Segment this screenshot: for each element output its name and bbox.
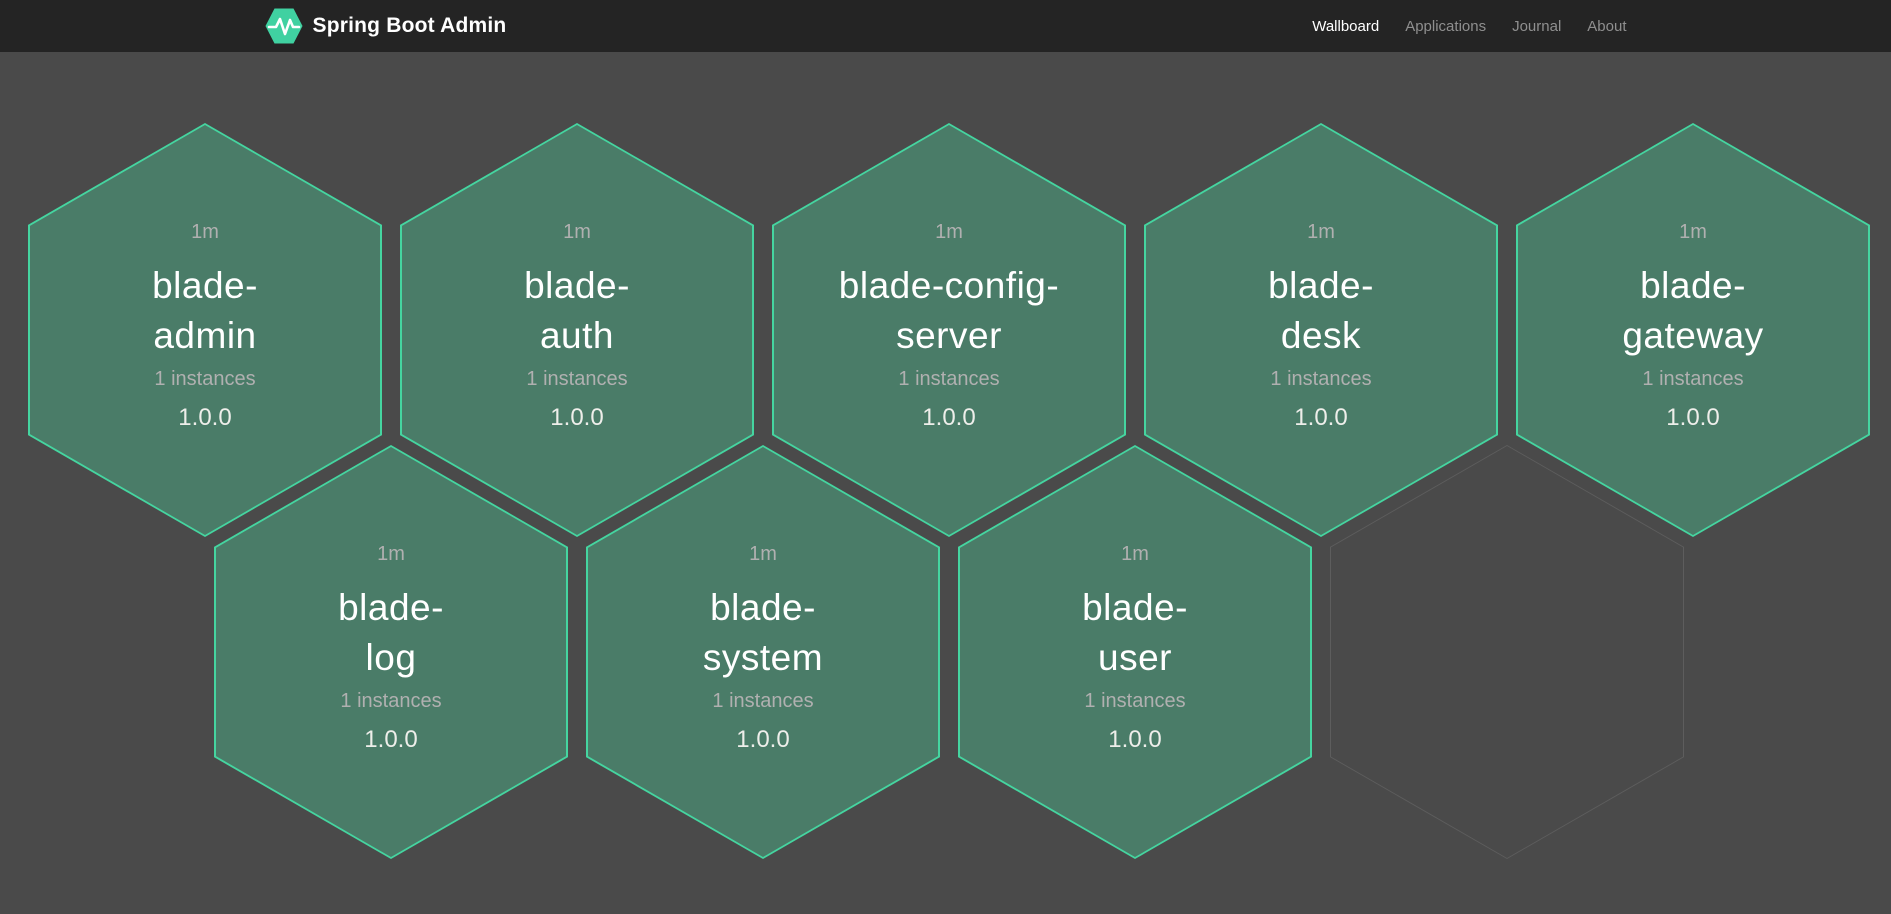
application-name-line1: blade-	[1082, 587, 1188, 628]
application-name-line1: blade-	[1268, 265, 1374, 306]
hexagon-fill	[588, 447, 938, 857]
version-label: 1.0.0	[364, 726, 418, 753]
nav-links: Wallboard Applications Journal About	[1312, 18, 1626, 35]
application-name: blade- auth	[524, 261, 630, 361]
application-name: blade-config- server	[839, 261, 1059, 361]
application-hexagon[interactable]: 1m blade- user 1 instances 1.0.0	[958, 445, 1312, 859]
application-name-line2: server	[896, 315, 1002, 356]
hexagon-content: 1m blade- system 1 instances 1.0.0	[586, 445, 940, 859]
hexagon-fill	[1518, 125, 1868, 535]
application-name-line1: blade-	[152, 265, 258, 306]
nav-item-wallboard[interactable]: Wallboard	[1312, 17, 1380, 35]
uptime-label: 1m	[1307, 221, 1335, 243]
instances-label: 1 instances	[154, 368, 256, 390]
uptime-label: 1m	[935, 221, 963, 243]
application-name-line1: blade-config-	[838, 265, 1060, 306]
empty-hexagon-placeholder	[1330, 445, 1684, 859]
uptime-label: 1m	[1121, 543, 1149, 565]
application-hexagon[interactable]: 1m blade- gateway 1 instances 1.0.0	[1516, 123, 1870, 537]
instances-label: 1 instances	[1084, 690, 1186, 712]
instances-label: 1 instances	[712, 690, 814, 712]
instances-label: 1 instances	[898, 368, 1000, 390]
instances-label: 1 instances	[1642, 368, 1744, 390]
hexagon-fill	[960, 447, 1310, 857]
application-name-line2: log	[365, 637, 417, 678]
application-name: blade- log	[338, 583, 444, 683]
uptime-label: 1m	[191, 221, 219, 243]
application-hexagon[interactable]: 1m blade- auth 1 instances 1.0.0	[400, 123, 754, 537]
uptime-label: 1m	[377, 543, 405, 565]
hexagon-content: 1m blade- gateway 1 instances 1.0.0	[1516, 123, 1870, 537]
hexagon-fill	[216, 447, 566, 857]
hexagon-content: 1m blade- user 1 instances 1.0.0	[958, 445, 1312, 859]
version-label: 1.0.0	[1666, 404, 1720, 431]
instances-label: 1 instances	[526, 368, 628, 390]
application-name-line1: blade-	[710, 587, 816, 628]
hexagon-content: 1m blade- log 1 instances 1.0.0	[214, 445, 568, 859]
nav-item-journal[interactable]: Journal	[1512, 17, 1562, 35]
version-label: 1.0.0	[922, 404, 976, 431]
instances-label: 1 instances	[340, 690, 442, 712]
application-name: blade- admin	[152, 261, 258, 361]
version-label: 1.0.0	[1294, 404, 1348, 431]
nav-item-applications[interactable]: Applications	[1405, 17, 1487, 35]
version-label: 1.0.0	[550, 404, 604, 431]
uptime-label: 1m	[749, 543, 777, 565]
application-hexagon[interactable]: 1m blade- desk 1 instances 1.0.0	[1144, 123, 1498, 537]
application-name: blade- system	[703, 583, 823, 683]
navbar: Spring Boot Admin Wallboard Applications…	[0, 0, 1891, 52]
application-name-line2: user	[1098, 637, 1172, 678]
version-label: 1.0.0	[178, 404, 232, 431]
application-name: blade- user	[1082, 583, 1188, 683]
navbar-container: Spring Boot Admin Wallboard Applications…	[265, 0, 1627, 52]
hexagon-fill	[1146, 125, 1496, 535]
hexagon-fill	[30, 125, 380, 535]
empty-hexagon-fill	[1331, 446, 1683, 858]
hexagon-fill	[774, 125, 1124, 535]
application-hexagon[interactable]: 1m blade- system 1 instances 1.0.0	[586, 445, 940, 859]
application-name: blade- gateway	[1622, 261, 1763, 361]
application-name-line2: auth	[539, 315, 614, 356]
application-name-line2: desk	[1280, 315, 1362, 356]
application-hexagon[interactable]: 1m blade- log 1 instances 1.0.0	[214, 445, 568, 859]
hexagon-fill	[402, 125, 752, 535]
hexagon-content: 1m blade- admin 1 instances 1.0.0	[28, 123, 382, 537]
brand-title: Spring Boot Admin	[312, 14, 507, 37]
application-name-line1: blade-	[1640, 265, 1746, 306]
application-name-line2: system	[702, 637, 824, 678]
instances-label: 1 instances	[1270, 368, 1372, 390]
uptime-label: 1m	[1679, 221, 1707, 243]
application-hexagon[interactable]: 1m blade- admin 1 instances 1.0.0	[28, 123, 382, 537]
hexagon-content: 1m blade-config- server 1 instances 1.0.…	[772, 123, 1126, 537]
version-label: 1.0.0	[1108, 726, 1162, 753]
application-hexagon[interactable]: 1m blade-config- server 1 instances 1.0.…	[772, 123, 1126, 537]
uptime-label: 1m	[563, 221, 591, 243]
nav-item-about[interactable]: About	[1587, 17, 1627, 35]
hexagon-content: 1m blade- auth 1 instances 1.0.0	[400, 123, 754, 537]
application-name: blade- desk	[1268, 261, 1374, 361]
version-label: 1.0.0	[736, 726, 790, 753]
brand[interactable]: Spring Boot Admin	[265, 8, 507, 44]
spring-boot-admin-logo-icon	[265, 8, 302, 44]
application-name-line2: gateway	[1622, 315, 1764, 356]
hexagon-content: 1m blade- desk 1 instances 1.0.0	[1144, 123, 1498, 537]
wallboard: 1m blade- admin 1 instances 1.0.0 1m bla…	[0, 52, 1891, 914]
application-name-line1: blade-	[524, 265, 630, 306]
application-name-line2: admin	[153, 315, 257, 356]
application-name-line1: blade-	[338, 587, 444, 628]
